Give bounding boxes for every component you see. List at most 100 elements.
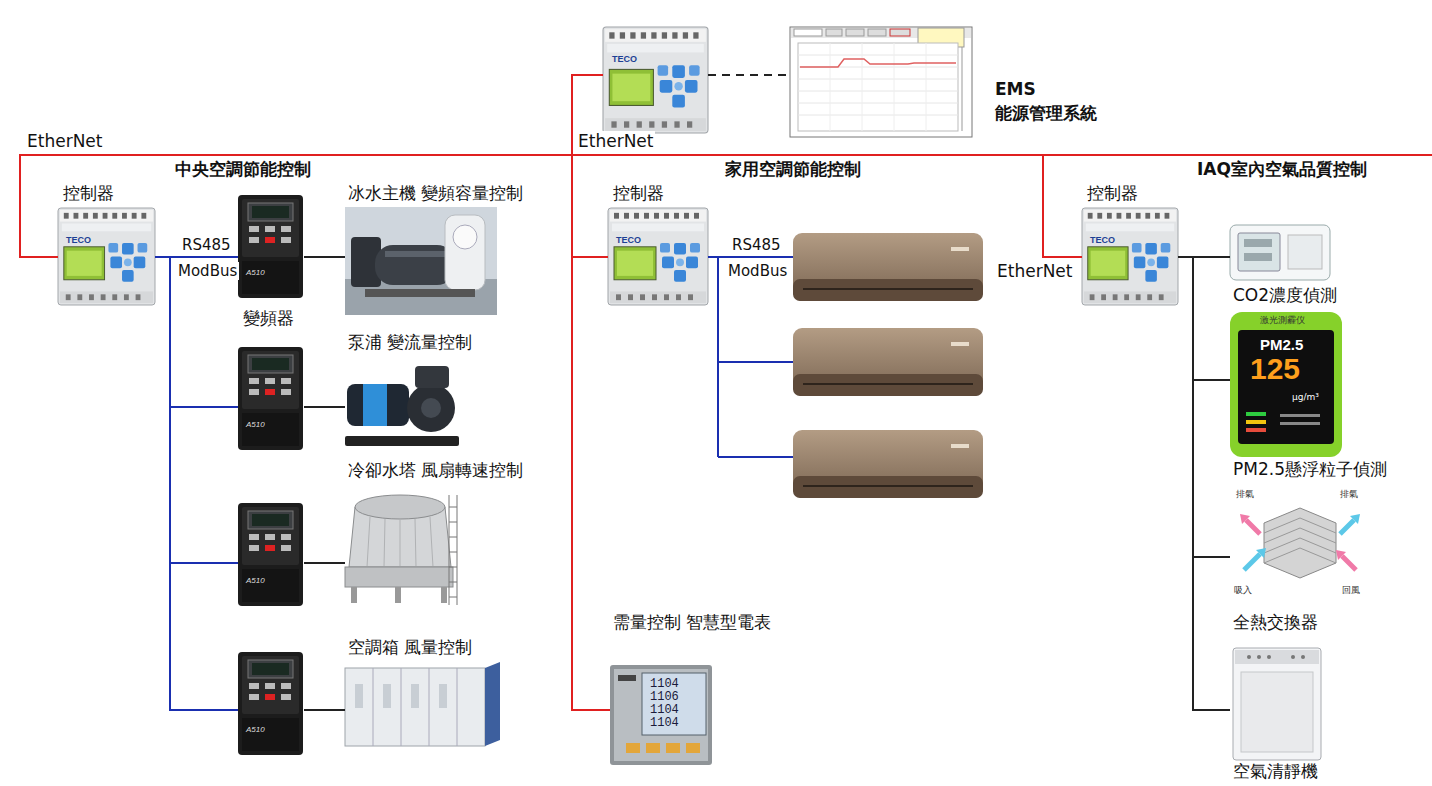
section-title: 中央空調節能控制 bbox=[175, 159, 311, 179]
text-slot: 排氣 bbox=[1236, 490, 1254, 500]
text-slot: EMS bbox=[995, 79, 1036, 99]
device-node: 需量控制 智慧型電表1104110611041104 bbox=[610, 612, 800, 767]
caption-text: 空調箱 風量控制 bbox=[348, 637, 472, 657]
text-slot: 中央空調節能控制 bbox=[175, 159, 311, 179]
meter-reading: 1104 bbox=[650, 717, 679, 730]
text-slot: IAQ室內空氣品質控制 bbox=[1197, 159, 1367, 179]
flow-label: 排氣 bbox=[1340, 490, 1358, 500]
caption-text: 泵浦 變流量控制 bbox=[348, 332, 472, 352]
device-node: 冷卻水塔 風扇轉速控制 bbox=[345, 460, 545, 608]
text-slot: 125 bbox=[1250, 352, 1300, 385]
text-slot: A510 bbox=[246, 576, 265, 586]
text-slot: 控制器 bbox=[613, 183, 664, 203]
connector-wire bbox=[155, 257, 238, 710]
caption-text: 需量控制 智慧型電表 bbox=[613, 612, 771, 632]
display-value: 125 bbox=[1250, 352, 1300, 385]
caption-text: 空氣清靜機 bbox=[1233, 761, 1318, 781]
text-slot: EtherNet bbox=[995, 261, 1074, 281]
text-slot: 控制器 bbox=[1087, 183, 1138, 203]
device-node: CO2濃度偵測 bbox=[1230, 225, 1370, 308]
text-slot: 需量控制 智慧型電表 bbox=[613, 612, 771, 632]
split-ac-picture bbox=[793, 233, 983, 301]
meter-reading: 1104 bbox=[650, 678, 679, 691]
text-slot: TECO bbox=[616, 236, 641, 246]
device-node: EMS 能源管理系統 bbox=[790, 27, 1120, 139]
device-node: A510 變頻器 bbox=[238, 195, 304, 331]
connector-wire bbox=[155, 257, 238, 563]
connector-wire bbox=[1178, 257, 1230, 710]
text-slot: 排氣 bbox=[1340, 490, 1358, 500]
meter-reading: 1106 bbox=[650, 691, 679, 704]
rs485-wire bbox=[708, 257, 793, 457]
bus-label: RS485 bbox=[180, 236, 233, 254]
display-unit: μg/m³ bbox=[1292, 392, 1319, 403]
connector-wire bbox=[304, 562, 345, 564]
heat-exchanger-picture bbox=[1230, 488, 1370, 608]
connector-wire bbox=[304, 709, 345, 711]
device-node: A510 bbox=[238, 652, 304, 753]
text-slot: TECO bbox=[66, 236, 91, 246]
split-ac-picture bbox=[793, 430, 983, 498]
device-node: A510 bbox=[238, 347, 304, 448]
power-meter-picture bbox=[610, 665, 712, 765]
text-slot: EtherNet bbox=[576, 131, 655, 151]
text-slot: 變頻器 bbox=[243, 308, 294, 328]
text-slot: 泵浦 變流量控制 bbox=[348, 332, 472, 352]
caption-text: 控制器 bbox=[1087, 183, 1138, 203]
flow-label: 吸入 bbox=[1234, 586, 1252, 596]
pump-picture bbox=[345, 366, 459, 446]
text-slot: RS485 bbox=[730, 236, 783, 254]
inverter-picture bbox=[238, 195, 303, 298]
brand-text: TECO bbox=[612, 55, 637, 65]
pm25-meter-picture bbox=[1230, 312, 1342, 457]
network-label: EtherNet bbox=[25, 131, 104, 151]
text-slot: EtherNet bbox=[25, 131, 104, 151]
text-slot: 冰水主機 變頻容量控制 bbox=[348, 183, 523, 203]
device-node: TECO bbox=[603, 27, 708, 133]
text-slot: ModBus bbox=[176, 262, 239, 280]
co2-sensor-picture bbox=[1230, 225, 1330, 280]
device-node: 控制器 TECO bbox=[58, 183, 155, 305]
text-slot: 激光測霾仪 bbox=[1260, 316, 1305, 326]
text-slot: 1104 bbox=[650, 717, 679, 730]
bus-label: ModBus bbox=[726, 262, 789, 280]
caption-text: 變頻器 bbox=[243, 308, 294, 328]
device-node: A510 bbox=[238, 503, 304, 604]
system-title: 能源管理系統 bbox=[995, 103, 1097, 123]
connector-wire bbox=[572, 75, 608, 257]
model-text: A510 bbox=[246, 420, 265, 430]
controller-picture bbox=[1082, 208, 1178, 305]
device-text: 激光測霾仪 bbox=[1260, 316, 1305, 326]
model-text: A510 bbox=[246, 576, 265, 586]
text-slot: 1104 bbox=[650, 704, 679, 717]
connector-wire bbox=[20, 75, 603, 257]
text-slot: PM2.5 bbox=[1260, 336, 1303, 354]
network-label: EtherNet bbox=[995, 261, 1074, 281]
text-slot: 吸入 bbox=[1234, 586, 1252, 596]
caption-text: 控制器 bbox=[63, 183, 114, 203]
caption-text: 冷卻水塔 風扇轉速控制 bbox=[348, 460, 523, 480]
cooling-tower-picture bbox=[345, 495, 457, 605]
caption-text: 控制器 bbox=[613, 183, 664, 203]
inverter-picture bbox=[238, 347, 303, 450]
device-node: 控制器 TECO bbox=[608, 183, 708, 305]
device-node: 激光測霾仪 PM2.5125 μg/m³ PM2.5懸浮粒子偵測 bbox=[1230, 312, 1400, 482]
device-node: 控制器TECO bbox=[1082, 183, 1178, 305]
flow-label: 回風 bbox=[1342, 586, 1360, 596]
text-slot: CO2濃度偵測 bbox=[1233, 285, 1337, 305]
model-text: A510 bbox=[246, 268, 265, 278]
connector-wire bbox=[572, 75, 610, 710]
text-slot: 家用空調節能控制 bbox=[725, 159, 861, 179]
text-slot: PM2.5懸浮粒子偵測 bbox=[1233, 459, 1387, 479]
text-slot: ModBus bbox=[726, 262, 789, 280]
section-title: 家用空調節能控制 bbox=[725, 159, 861, 179]
device-node: 空調箱 風量控制 bbox=[345, 637, 545, 752]
connector-wire bbox=[1178, 257, 1230, 557]
ahu-picture bbox=[345, 662, 500, 746]
caption-text: CO2濃度偵測 bbox=[1233, 285, 1337, 305]
text-slot: 冷卻水塔 風扇轉速控制 bbox=[348, 460, 523, 480]
connector-wire bbox=[304, 256, 345, 258]
text-slot: RS485 bbox=[180, 236, 233, 254]
inverter-picture bbox=[238, 503, 303, 606]
